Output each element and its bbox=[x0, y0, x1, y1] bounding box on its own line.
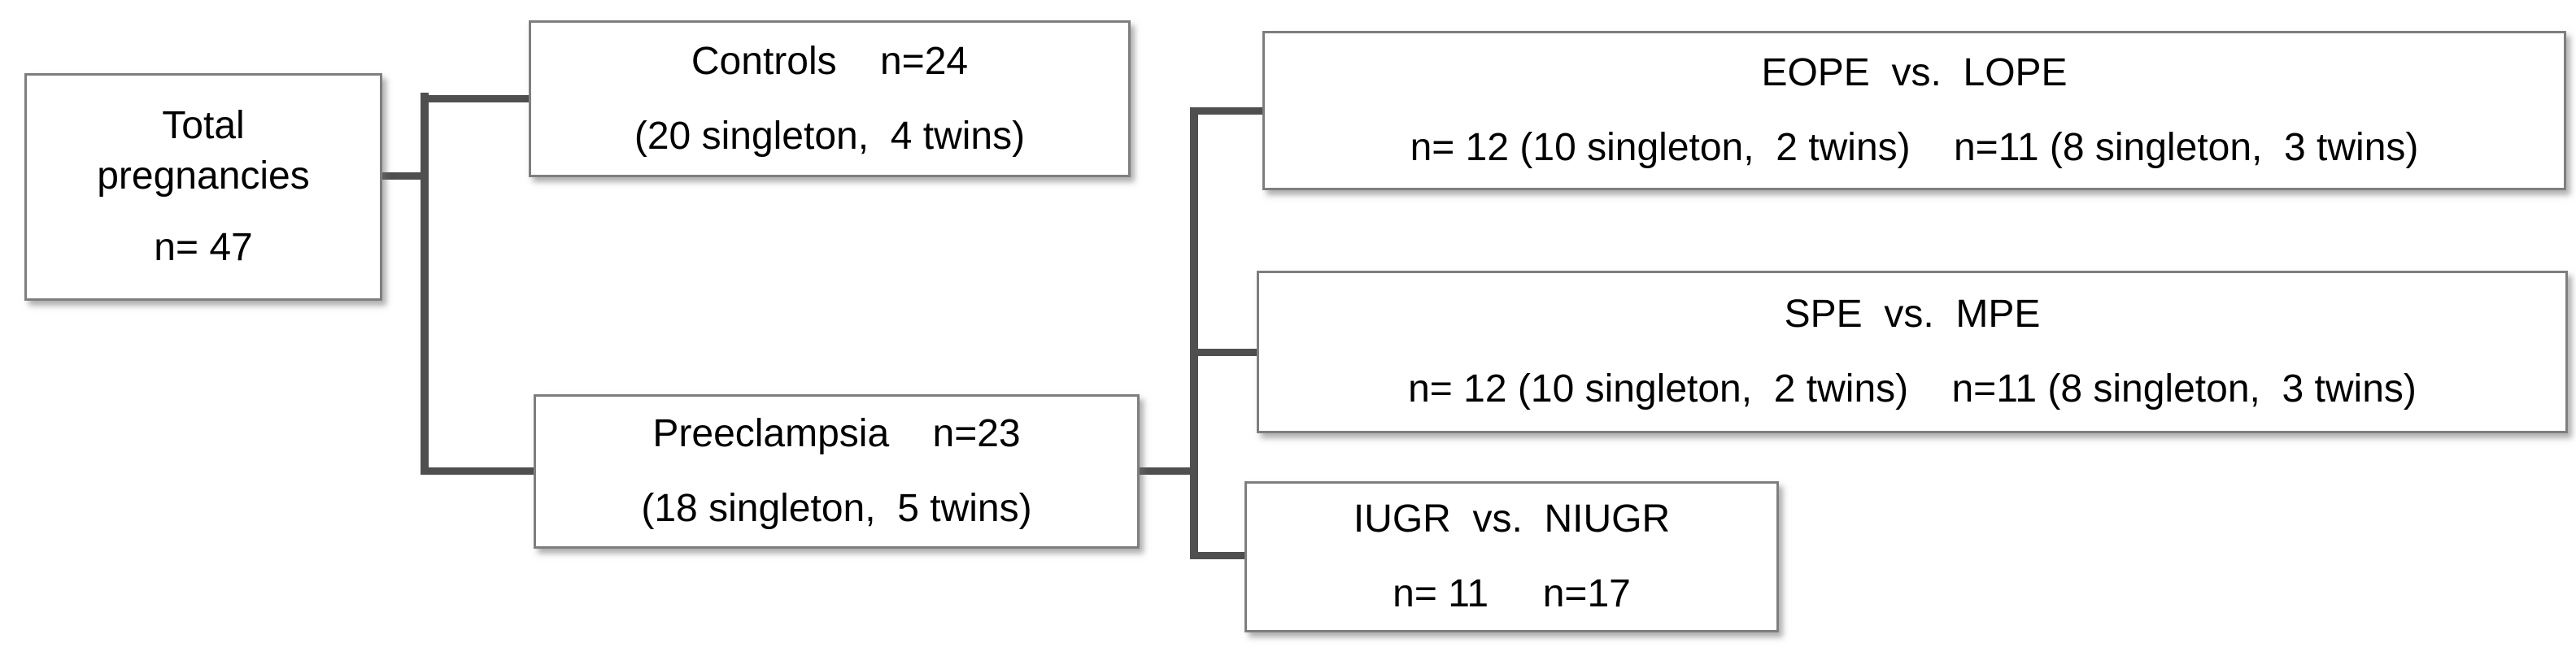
node-line: n= 12 (10 singleton, 2 twins) n=11 (8 si… bbox=[1410, 126, 2419, 169]
node-eope-vs-lope: EOPE vs. LOPE n= 12 (10 singleton, 2 twi… bbox=[1262, 31, 2566, 190]
node-line: Controls n=24 bbox=[691, 39, 969, 83]
node-iugr-vs-niugr: IUGR vs. NIUGR n= 11 n=17 bbox=[1244, 481, 1779, 632]
node-total-pregnancies: Total pregnancies n= 47 bbox=[24, 73, 382, 301]
node-controls: Controls n=24 (20 singleton, 4 twins) bbox=[529, 20, 1131, 177]
node-line: EOPE vs. LOPE bbox=[1761, 51, 2068, 94]
connector-eope-stub bbox=[1198, 107, 1262, 115]
node-line: (18 singleton, 5 twins) bbox=[641, 487, 1032, 530]
node-line: SPE vs. MPE bbox=[1784, 293, 2041, 336]
connector-preeclampsia-stub bbox=[429, 467, 534, 475]
node-spe-vs-mpe: SPE vs. MPE n= 12 (10 singleton, 2 twins… bbox=[1257, 271, 2568, 433]
connector-total-stub bbox=[377, 172, 426, 180]
node-line: n= 11 n=17 bbox=[1393, 572, 1631, 615]
node-line: Preeclampsia n=23 bbox=[652, 412, 1021, 455]
connector-spe-stub bbox=[1198, 349, 1257, 356]
node-line: Total bbox=[162, 104, 245, 147]
node-line: pregnancies bbox=[97, 154, 310, 198]
node-count: n= 47 bbox=[154, 226, 253, 269]
node-preeclampsia: Preeclampsia n=23 (18 singleton, 5 twins… bbox=[534, 394, 1140, 549]
connector-right-trunk bbox=[1190, 107, 1198, 559]
node-line: IUGR vs. NIUGR bbox=[1353, 497, 1671, 541]
node-line: (20 singleton, 4 twins) bbox=[634, 114, 1026, 158]
connector-iugr-stub bbox=[1198, 552, 1244, 559]
connector-controls-stub bbox=[429, 95, 529, 102]
node-line: n= 12 (10 singleton, 2 twins) n=11 (8 si… bbox=[1408, 367, 2417, 411]
connector-left-trunk bbox=[421, 93, 429, 475]
connector-preeclampsia-out-stub bbox=[1137, 467, 1196, 475]
